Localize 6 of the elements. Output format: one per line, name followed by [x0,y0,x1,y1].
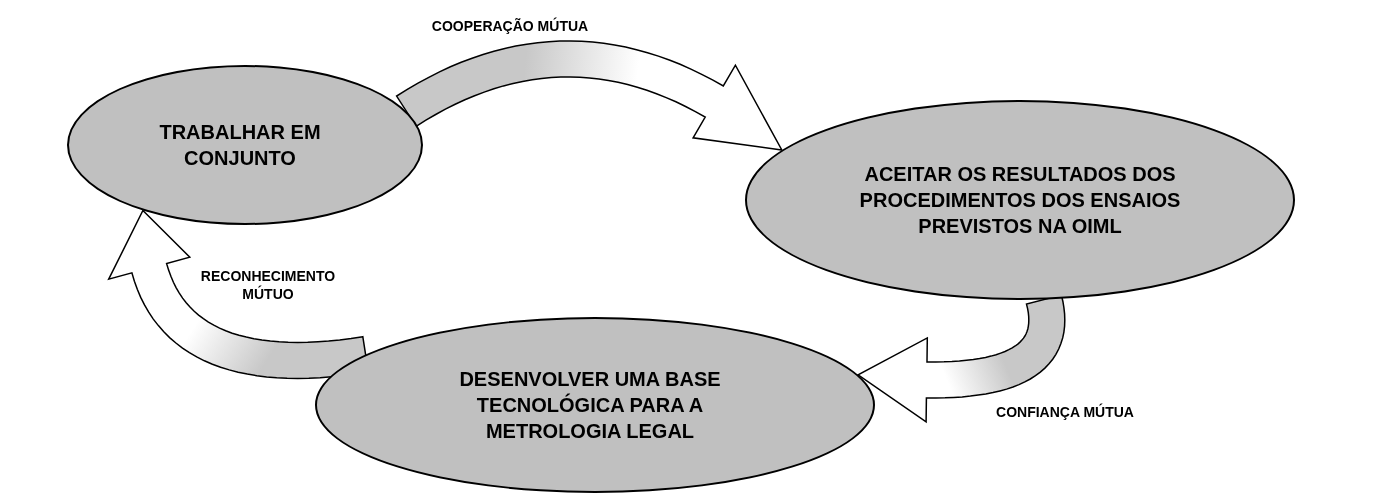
edge-label: CONFIANÇA MÚTUA [995,404,1135,422]
node-text: ACEITAR OS RESULTADOS DOS PROCEDIMENTOS DOS ENSAIOS PREVISTOS NA OIML [858,162,1182,239]
node-text: DESENVOLVER UMA BASE TECNOLÓGICA PARA A METROLOGIA LEGAL [458,367,722,444]
edge-label: COOPERAÇÃO MÚTUA [430,18,590,36]
edge-label: RECONHECIMENTO MÚTUO [199,268,337,303]
node-text: TRABALHAR EM CONJUNTO [158,120,322,171]
